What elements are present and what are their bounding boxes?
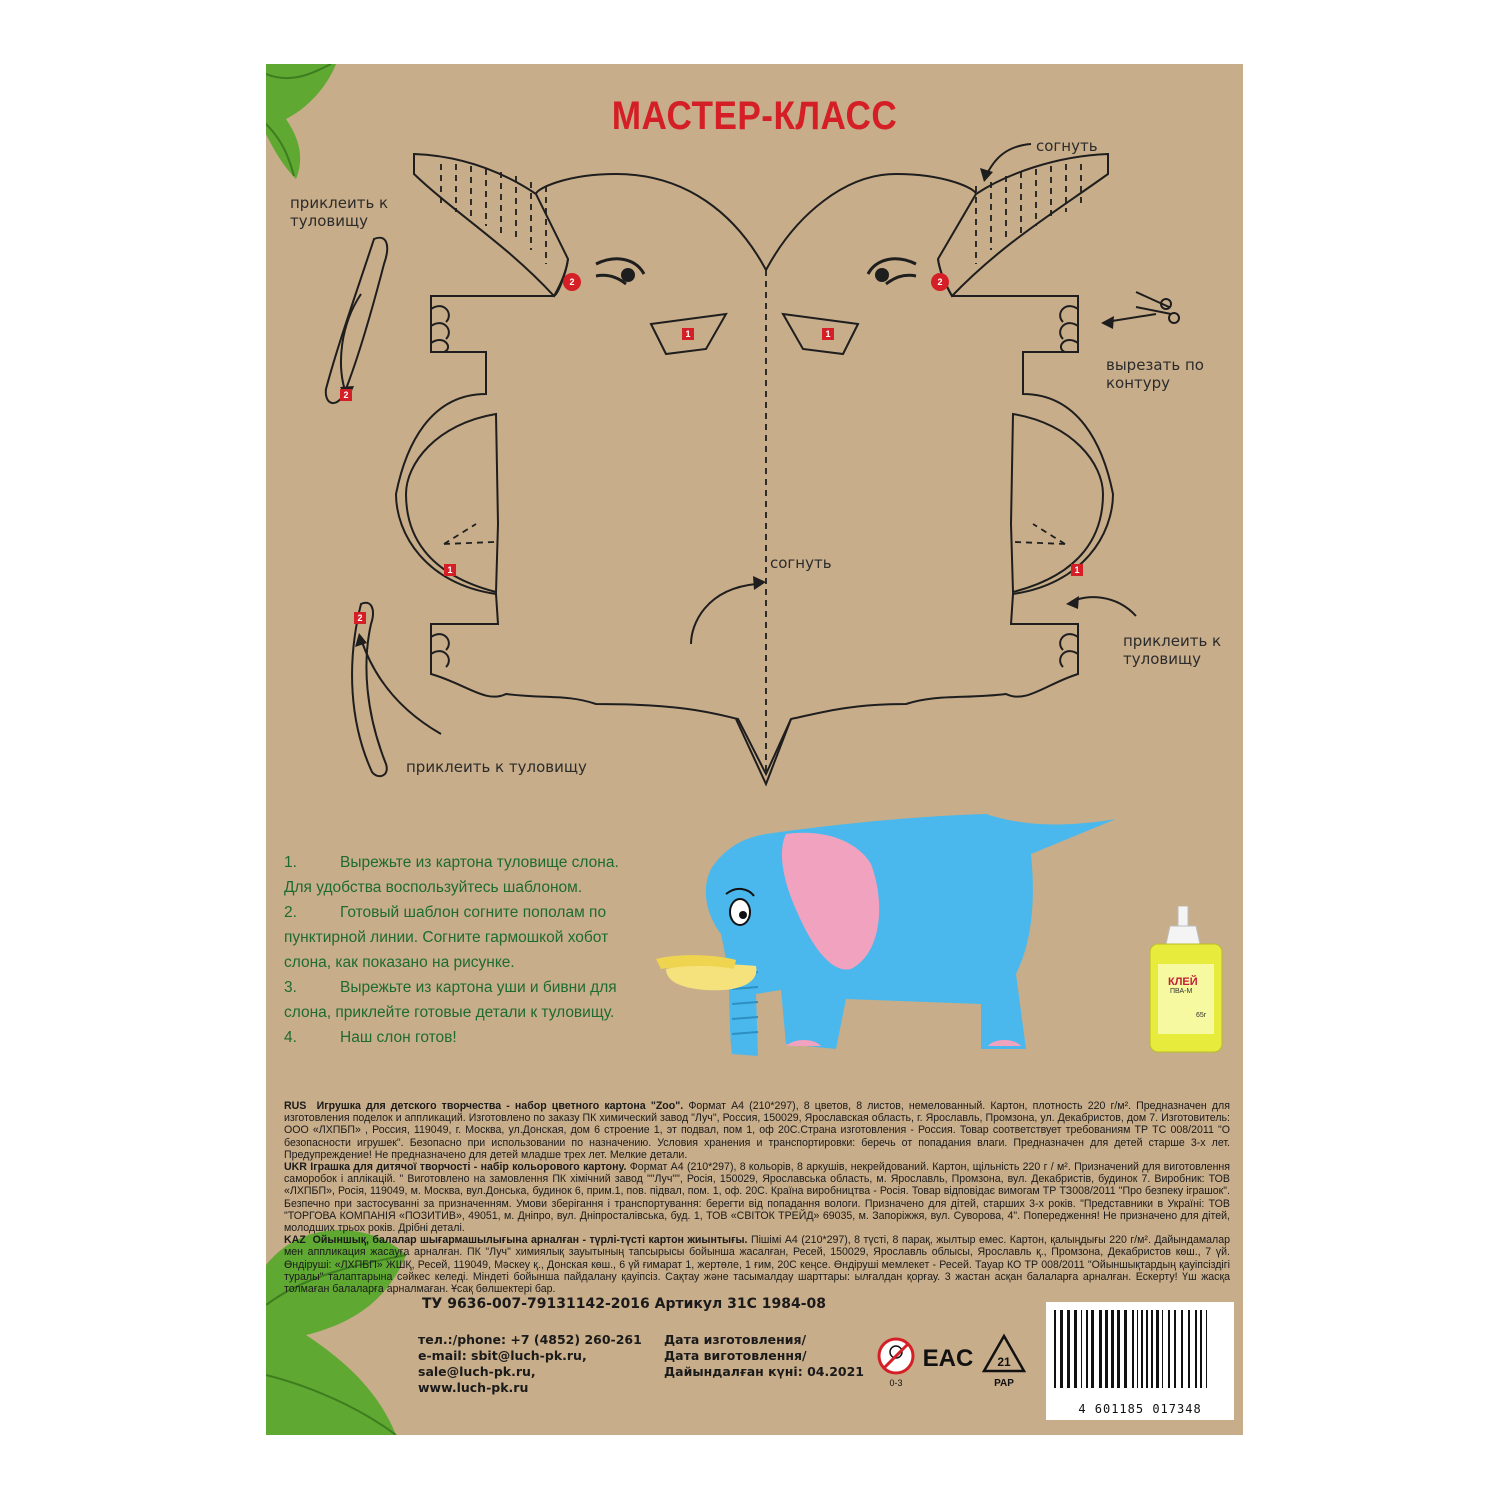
certification-icons: 0-3 EAC 21 PAP [877,1333,1027,1389]
svg-text:1: 1 [825,329,830,339]
barcode-bar [1162,1310,1163,1388]
barcode-bar [1111,1310,1114,1388]
barcode-bar [1099,1310,1102,1388]
glue-bottle-image [1149,906,1223,1053]
glue-weight: 65г [1196,1012,1207,1019]
instructions-list: 1.Вырежьте из картона туловище слона. Дл… [284,850,634,1050]
barcode-bar [1086,1310,1088,1388]
svg-text:2: 2 [937,277,942,287]
svg-text:EAC: EAC [923,1345,974,1372]
label-glue-left-top: приклеить к туловищу [290,194,389,230]
product-back-sheet: МАСТЕР-КЛАСС [266,64,1243,1435]
barcode-bar [1105,1310,1108,1388]
barcode-bar [1168,1310,1170,1388]
glue-brand: КЛЕЙ [1168,976,1198,988]
eye-right [875,268,889,282]
marker-2: 2 [569,277,574,287]
label-glue-bottom: приклеить к туловищу [406,758,587,776]
barcode-bar [1195,1310,1197,1388]
ear-right [1009,412,1105,594]
elephant-body-outline [394,172,1115,777]
barcode-bar [1081,1310,1082,1388]
barcode: 4 601185 017348 [1046,1302,1234,1420]
instruction-step: 3.Вырежьте из картона уши и бивни для сл… [284,979,617,1021]
ear-left [404,412,500,594]
barcode-bar [1137,1310,1138,1388]
page-title: МАСТЕР-КЛАСС [611,94,898,138]
svg-text:2: 2 [343,390,348,400]
barcode-bar [1151,1310,1153,1388]
contacts-block: тел.:/phone: +7 (4852) 260-261 e-mail: s… [418,1332,642,1395]
legal-text: RUS Игрушка для детского творчества - на… [284,1100,1231,1296]
assembled-elephant-illustration [656,814,1116,1056]
barcode-bar [1067,1310,1070,1388]
elephant-template-diagram: 2 2 1 1 2 1 1 2 [324,143,1180,787]
barcode-number: 4 601185 017348 [1078,1402,1202,1416]
svg-text:1: 1 [447,565,452,575]
label-fold-center: согнуть [770,554,832,572]
barcode-bar [1188,1310,1190,1388]
barcode-bar [1124,1310,1127,1388]
barcode-bars [1054,1310,1207,1388]
svg-text:PAP: PAP [994,1378,1014,1389]
barcode-bar [1117,1310,1120,1388]
barcode-bar [1060,1310,1063,1388]
svg-text:21: 21 [997,1355,1011,1369]
scissors-icon [1135,291,1180,324]
recycle-icon: 21 PAP [981,1333,1027,1389]
barcode-bar [1181,1310,1183,1388]
instruction-step: 2.Готовый шаблон согните пополам по пунк… [284,904,609,971]
barcode-bar [1074,1310,1077,1388]
tu-article-line: ТУ 9636-007-79131142-2016 Артикул 31С 19… [422,1296,827,1312]
barcode-bar [1141,1310,1143,1388]
elephant-ear [781,832,880,970]
instruction-step: 4.Наш слон готов! [284,1029,457,1046]
label-cut-contour: вырезать по контуру [1106,356,1204,392]
leaves-bottom-left-decoration [266,1230,407,1435]
barcode-bar [1206,1310,1207,1388]
instruction-step: 1.Вырежьте из картона туловище слона. Дл… [284,854,619,896]
age-warning-icon: 0-3 [877,1337,915,1388]
tusk-left-bottom [351,601,388,778]
eye-left [621,268,635,282]
trunk-right [936,152,1109,298]
glue-sub: ПВА-М [1170,988,1193,995]
label-fold-top: согнуть [1036,137,1098,155]
svg-text:1: 1 [1074,565,1079,575]
svg-text:0-3: 0-3 [889,1378,902,1388]
tusk-left-top [324,236,389,404]
svg-text:1: 1 [685,329,690,339]
barcode-bar [1132,1310,1134,1388]
barcode-bar [1174,1310,1176,1388]
barcode-bar [1146,1310,1148,1388]
eac-mark-icon: EAC [923,1345,974,1372]
leaves-top-left-decoration [266,64,336,179]
barcode-bar [1156,1310,1159,1388]
svg-text:2: 2 [357,613,362,623]
label-glue-right: приклеить к туловищу [1123,632,1222,668]
trunk-left [413,152,570,298]
barcode-bar [1054,1310,1056,1388]
barcode-bar [1091,1310,1094,1388]
manufacture-dates: Дата изготовления/ Дата виготовлення/ Да… [664,1332,864,1379]
barcode-bar [1200,1310,1202,1388]
